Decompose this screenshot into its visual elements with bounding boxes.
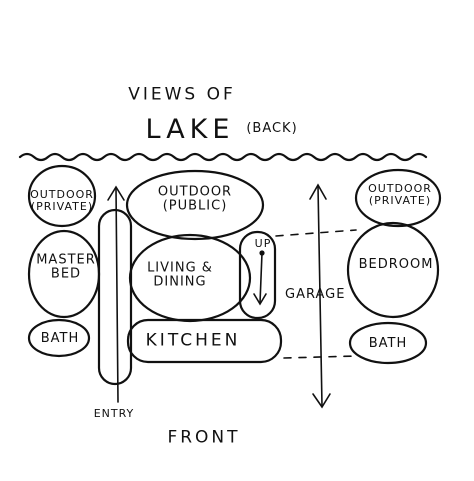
- bath-left-bubble: [27, 318, 91, 358]
- bath-right-label: BATH: [368, 335, 408, 351]
- garage-arrow-shaft: [317, 185, 323, 407]
- garage-arrow-head-top: [309, 183, 327, 200]
- living-dining-label: LIVING & DINING: [147, 260, 213, 290]
- stair-arrow-head: [253, 293, 267, 306]
- lake-shoreline: [18, 152, 428, 162]
- garage-arrow-head-bottom: [312, 393, 331, 409]
- views-of-label: VIEWS OF: [128, 84, 236, 105]
- outdoor-private-left-label: OUTDOOR (PRIVATE): [30, 187, 94, 213]
- back-label: (BACK): [246, 120, 298, 136]
- bath-left-label: BATH: [40, 330, 80, 346]
- lake-label: LAKE: [145, 114, 235, 146]
- bath-right-bubble: [348, 321, 428, 365]
- outdoor-private-left-bubble: [27, 164, 97, 228]
- bedroom-bubble: [346, 221, 440, 319]
- garage-bottom-boundary: [283, 355, 357, 359]
- outdoor-private-right-bubble: [354, 168, 442, 228]
- entry-corridor: [97, 208, 133, 386]
- entry-arrow-head: [107, 185, 125, 201]
- outdoor-private-right-label: OUTDOOR (PRIVATE): [368, 181, 432, 207]
- outdoor-public-bubble: [125, 169, 265, 241]
- kitchen-label: KITCHEN: [145, 330, 241, 351]
- stair-up-label: UP: [254, 236, 272, 250]
- entry-label: ENTRY: [93, 406, 135, 420]
- garage-top-boundary: [275, 229, 357, 237]
- stair-arrow-shaft: [259, 252, 263, 304]
- master-bed-label: MASTER BED: [36, 252, 96, 282]
- entry-arrow-shaft: [115, 187, 119, 403]
- front-label: FRONT: [167, 427, 241, 448]
- garage-label: GARAGE: [285, 286, 346, 302]
- outdoor-public-label: OUTDOOR (PUBLIC): [157, 184, 233, 214]
- bedroom-label: BEDROOM: [358, 256, 434, 272]
- kitchen-bubble: [126, 318, 283, 364]
- stair-bubble: [238, 230, 277, 320]
